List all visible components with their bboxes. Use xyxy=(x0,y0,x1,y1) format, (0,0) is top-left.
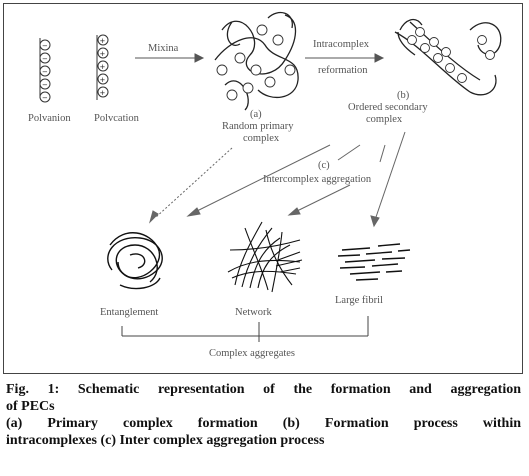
polycation-chain xyxy=(96,34,109,100)
figure-caption: Fig. 1: Schematic representation of the … xyxy=(6,381,521,449)
arrows-secondary-to-aggregates xyxy=(186,131,406,228)
entanglement-label: Entanglement xyxy=(100,307,158,318)
svg-text:+: + xyxy=(100,50,106,58)
a-text-line2: complex xyxy=(243,133,280,144)
svg-text:+: + xyxy=(100,37,106,45)
b-tag: (b) xyxy=(397,90,410,101)
caption-line2: of PECs xyxy=(6,399,55,414)
reformation-label: reformation xyxy=(318,65,368,76)
polyanion-label: Polvanion xyxy=(28,113,71,124)
mixing-arrow xyxy=(135,53,205,63)
caption-line3: (a) Primary complex formation (b) Format… xyxy=(6,416,521,431)
ordered-secondary-complex-ions xyxy=(407,27,495,83)
svg-text:−: − xyxy=(42,68,48,76)
random-primary-complex-ions xyxy=(216,24,296,101)
polyanion-charges: − − − − − xyxy=(42,42,48,102)
complex-aggregates-bracket xyxy=(121,316,369,342)
a-text-line1: Random primary xyxy=(222,121,294,132)
svg-text:−: − xyxy=(42,81,48,89)
a-tag: (a) xyxy=(250,109,262,120)
svg-text:−: − xyxy=(42,94,48,102)
entanglement-illustration xyxy=(107,232,163,290)
c-text: Intercomplex aggregation xyxy=(263,174,372,185)
c-tag: (c) xyxy=(318,160,330,171)
mixing-label: Mixina xyxy=(148,43,179,54)
dotted-arrow-primary-to-entanglement xyxy=(149,147,233,224)
b-text-line2: complex xyxy=(366,114,403,125)
svg-text:−: − xyxy=(42,42,48,50)
b-text-line1: Ordered secondary xyxy=(348,102,428,113)
complex-aggregates-label: Complex aggregates xyxy=(209,348,295,359)
figure-frame xyxy=(3,3,523,374)
random-primary-complex xyxy=(214,11,299,111)
caption-line1: Fig. 1: Schematic representation of the … xyxy=(6,382,521,397)
network-illustration xyxy=(227,221,303,293)
polycation-charges: + + + + + xyxy=(100,37,106,97)
svg-text:+: + xyxy=(100,89,106,97)
svg-text:+: + xyxy=(100,76,106,84)
network-label: Network xyxy=(235,307,272,318)
large-fibril-illustration xyxy=(337,243,411,281)
svg-text:+: + xyxy=(100,63,106,71)
large-fibril-label: Large fibril xyxy=(335,295,383,306)
polycation-label: Polvcation xyxy=(94,113,140,124)
intracomplex-arrow xyxy=(305,53,385,63)
caption-line4: intracomplexes (c) Inter complex aggrega… xyxy=(6,433,325,448)
svg-text:−: − xyxy=(42,55,48,63)
intracomplex-label: Intracomplex xyxy=(313,39,370,50)
polyanion-chain xyxy=(39,38,51,103)
